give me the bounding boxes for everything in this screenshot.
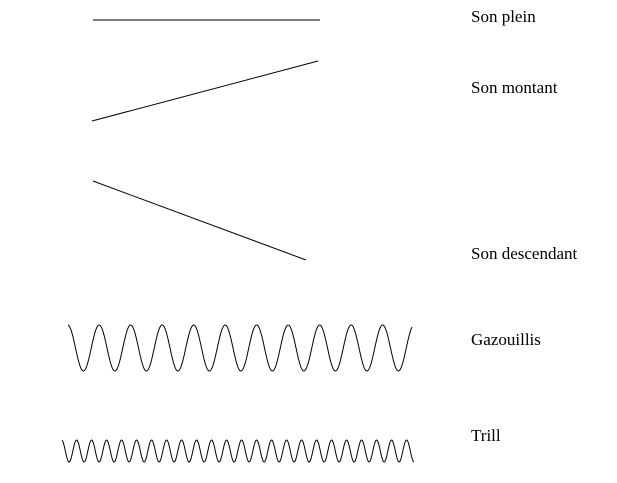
son-descendant-line xyxy=(92,180,307,261)
gazouillis-wave xyxy=(67,324,413,372)
son-descendant-label: Son descendant xyxy=(471,244,578,263)
son-montant-line xyxy=(91,60,319,122)
gazouillis-label: Gazouillis xyxy=(471,330,541,349)
trill-label: Trill xyxy=(471,426,501,445)
son-montant-label: Son montant xyxy=(471,78,558,97)
son-plein-label: Son plein xyxy=(471,7,536,26)
trill-wave xyxy=(61,439,415,463)
